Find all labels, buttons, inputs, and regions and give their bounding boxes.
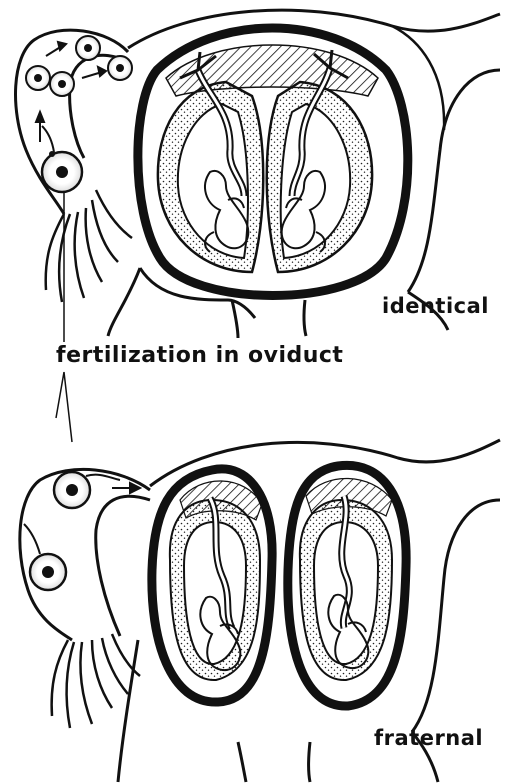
- egg-top-2: [108, 56, 132, 80]
- identical-panel: [16, 10, 500, 338]
- egg-bottom-2: [24, 524, 66, 590]
- egg-top-3: [26, 66, 50, 90]
- egg-top-4: [50, 72, 74, 96]
- egg-top-1: [76, 36, 100, 60]
- label-fraternal: fraternal: [374, 726, 483, 750]
- label-fertilization: fertilization in oviduct: [56, 343, 343, 368]
- label-identical: identical: [382, 294, 489, 318]
- pointer-lines: [56, 192, 72, 442]
- arrow-bottom: [112, 483, 140, 493]
